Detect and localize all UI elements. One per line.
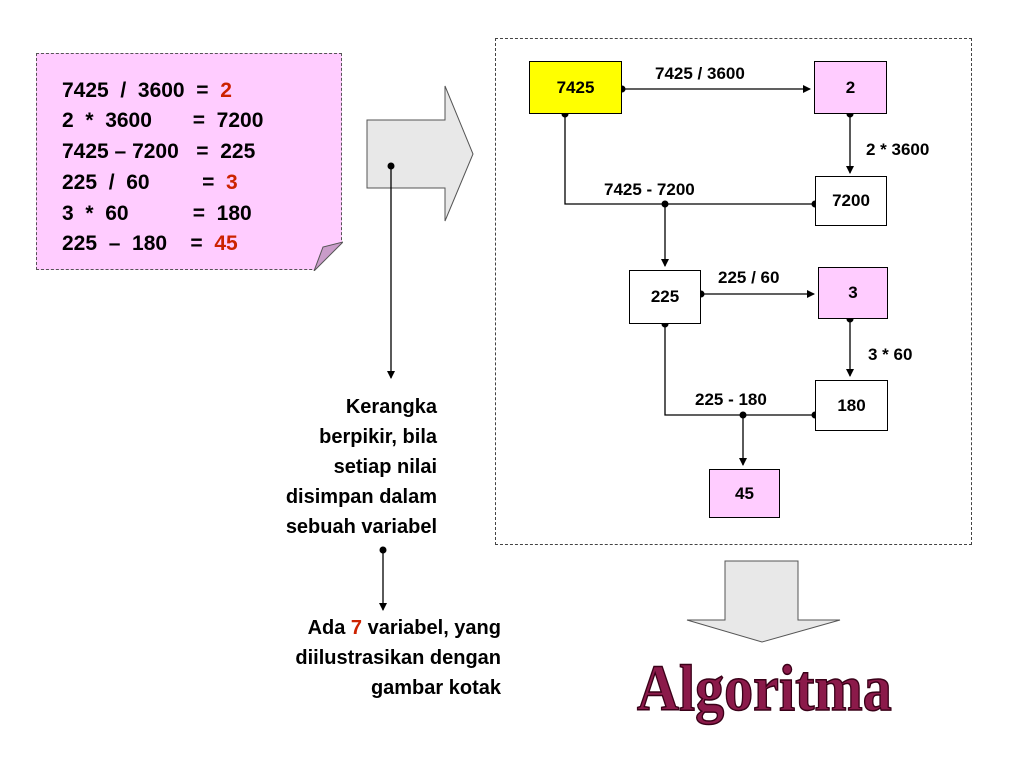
variable-box-2: 2 <box>814 61 887 114</box>
equation-line-2: 2 * 3600 = 7200 <box>62 109 264 132</box>
folded-corner-icon <box>313 241 343 271</box>
equation-line-3: 7425 – 7200 = 225 <box>62 140 256 163</box>
calculation-note <box>36 53 343 271</box>
variable-box-3: 3 <box>818 267 888 319</box>
label-7425-sub-7200: 7425 - 7200 <box>604 180 695 199</box>
label-2-mul-3600: 2 * 3600 <box>866 140 930 159</box>
variable-box-45: 45 <box>709 469 780 518</box>
summary-text: Ada 7 variabel, yang diilustrasikan deng… <box>295 617 501 699</box>
equation-line-4: 225 / 60 = 3 <box>62 171 238 194</box>
label-7425-div-3600: 7425 / 3600 <box>655 64 745 83</box>
right-block-arrow-icon <box>366 85 474 222</box>
explanation-text: Kerangka berpikir, bila setiap nilai dis… <box>285 396 437 538</box>
equation-line-1: 7425 / 3600 = 2 <box>62 79 232 102</box>
algoritma-title: Algoritma <box>636 652 892 726</box>
variable-box-7425: 7425 <box>529 61 622 114</box>
down-block-arrow-icon <box>686 560 841 643</box>
label-3-mul-60: 3 * 60 <box>868 345 913 364</box>
svg-text:Algoritma: Algoritma <box>637 653 892 725</box>
equation-line-6: 225 – 180 = 45 <box>62 232 238 255</box>
diagram-frame <box>495 38 972 545</box>
label-225-sub-180: 225 - 180 <box>695 390 767 409</box>
equation-line-5: 3 * 60 = 180 <box>62 202 252 225</box>
variable-box-7200: 7200 <box>815 176 887 226</box>
variable-box-180: 180 <box>815 380 888 431</box>
label-225-div-60: 225 / 60 <box>718 268 780 287</box>
variable-box-225: 225 <box>629 270 701 324</box>
